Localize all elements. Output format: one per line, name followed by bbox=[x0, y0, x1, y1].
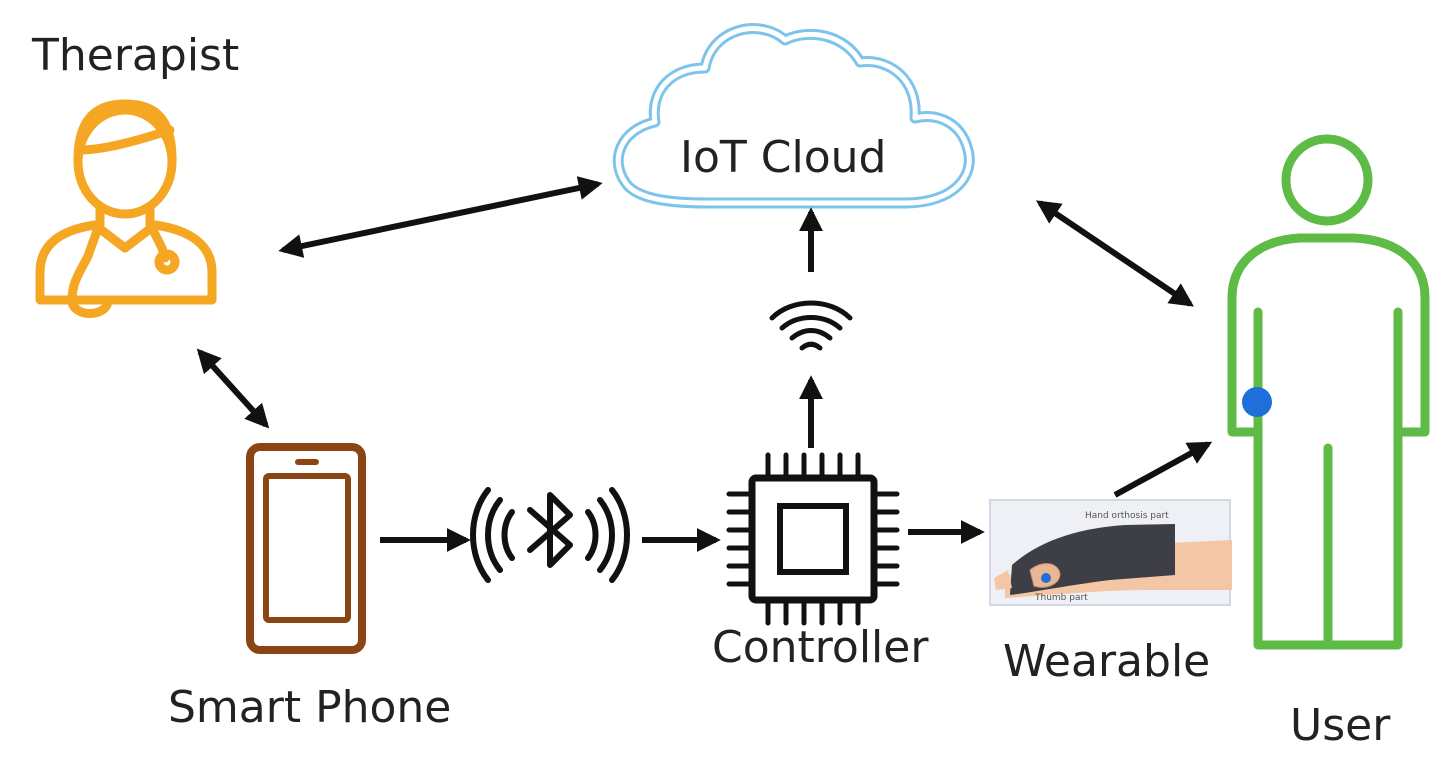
connection-arrows bbox=[196, 176, 1213, 552]
arrow-cloud-user bbox=[1036, 200, 1194, 307]
wearable-photo-bottom-label: Thumb part bbox=[1034, 593, 1088, 603]
sensor-dot bbox=[1242, 387, 1272, 417]
cloud-icon bbox=[612, 23, 975, 209]
doctor-icon bbox=[35, 99, 217, 318]
arrow-wearable-user bbox=[1113, 441, 1213, 498]
wifi-icon bbox=[769, 300, 853, 351]
smartphone-icon bbox=[246, 443, 366, 654]
wearable-photo-top-label: Hand orthosis part bbox=[1085, 511, 1169, 521]
arrow-therapist-smartphone bbox=[196, 348, 270, 429]
wearable-label: Wearable bbox=[1003, 636, 1210, 687]
controller-label: Controller bbox=[712, 622, 929, 673]
bluetooth-icon bbox=[470, 487, 630, 583]
cloud-label: IoT Cloud bbox=[680, 132, 886, 183]
microchip-icon bbox=[726, 452, 900, 626]
smartphone-label: Smart Phone bbox=[168, 682, 451, 733]
hand-orthosis-photo: Hand orthosis part Thumb part bbox=[989, 499, 1232, 606]
arrow-therapist-cloud bbox=[278, 176, 603, 258]
user-label: User bbox=[1290, 700, 1391, 751]
therapist-label: Therapist bbox=[31, 30, 239, 81]
wearable-sensor-dot bbox=[1041, 573, 1051, 583]
